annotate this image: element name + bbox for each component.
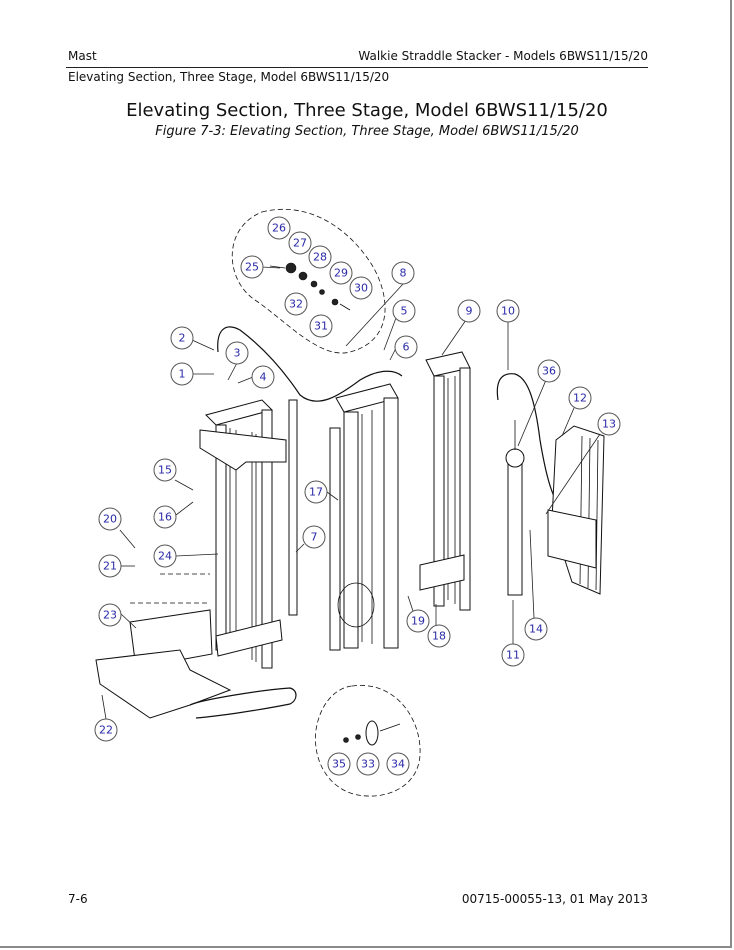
svg-text:34: 34: [391, 758, 405, 771]
callout-29: 29: [329, 261, 353, 285]
svg-text:6: 6: [403, 341, 410, 354]
callout-2: 2: [170, 326, 194, 350]
detail-parts-top: [269, 262, 351, 311]
callout-34: 34: [386, 752, 410, 776]
callout-15: 15: [153, 458, 177, 482]
header-subsection: Elevating Section, Three Stage, Model 6B…: [68, 70, 390, 84]
callout-5: 5: [392, 299, 416, 323]
callout-11: 11: [501, 643, 525, 667]
svg-text:12: 12: [573, 392, 587, 405]
intermediate-mast: [329, 383, 399, 651]
lift-cylinder: [505, 420, 525, 596]
svg-text:25: 25: [245, 261, 259, 274]
header-section: Mast: [68, 49, 97, 63]
callout-32: 32: [284, 292, 308, 316]
svg-text:20: 20: [103, 513, 117, 526]
callout-26: 26: [267, 216, 291, 240]
detail-outline-top: [231, 208, 386, 354]
callout-35: 35: [327, 752, 351, 776]
callout-13: 13: [597, 412, 621, 436]
svg-text:19: 19: [411, 615, 425, 628]
callout-19: 19: [406, 609, 430, 633]
callout-12: 12: [568, 386, 592, 410]
svg-text:31: 31: [314, 320, 328, 333]
inner-mast: [419, 351, 471, 611]
svg-text:17: 17: [309, 486, 323, 499]
detail-outline-bottom: [315, 685, 421, 797]
svg-text:1: 1: [179, 368, 186, 381]
base-frame: [95, 573, 297, 719]
svg-text:14: 14: [529, 623, 543, 636]
hose-left: [217, 326, 403, 402]
svg-text:4: 4: [260, 371, 267, 384]
callout-23: 23: [98, 603, 122, 627]
callout-21: 21: [98, 554, 122, 578]
svg-text:15: 15: [158, 464, 172, 477]
svg-text:36: 36: [542, 365, 556, 378]
svg-text:9: 9: [466, 305, 473, 318]
svg-text:21: 21: [103, 560, 117, 573]
svg-text:30: 30: [354, 282, 368, 295]
callout-30: 30: [349, 276, 373, 300]
callout-16: 16: [153, 505, 177, 529]
svg-text:5: 5: [401, 305, 408, 318]
svg-text:22: 22: [99, 724, 113, 737]
callout-10: 10: [496, 299, 520, 323]
callout-36: 36: [537, 359, 561, 383]
callout-18: 18: [427, 624, 451, 648]
header-manual-title: Walkie Straddle Stacker - Models 6BWS11/…: [358, 49, 648, 63]
callout-8: 8: [391, 261, 415, 285]
callout-6: 6: [394, 335, 418, 359]
callout-31: 31: [309, 314, 333, 338]
figure-caption: Figure 7-3: Elevating Section, Three Sta…: [155, 124, 579, 139]
callout-20: 20: [98, 507, 122, 531]
footer-page-number: 7-6: [68, 892, 88, 906]
hose-right: [496, 373, 557, 501]
callout-1: 1: [170, 362, 194, 386]
svg-text:8: 8: [400, 267, 407, 280]
footer-document-id: 00715-00055-13, 01 May 2013: [461, 892, 648, 906]
svg-text:18: 18: [432, 630, 446, 643]
callout-25: 25: [240, 255, 264, 279]
svg-text:7: 7: [311, 531, 318, 544]
svg-text:23: 23: [103, 609, 117, 622]
page-title: Elevating Section, Three Stage, Model 6B…: [126, 100, 608, 121]
header-rule: [66, 67, 648, 68]
detail-parts-bottom: [343, 720, 401, 746]
callout-17: 17: [304, 480, 328, 504]
callout-7: 7: [302, 525, 326, 549]
svg-text:2: 2: [179, 332, 186, 345]
svg-text:11: 11: [506, 649, 520, 662]
svg-text:16: 16: [158, 511, 172, 524]
svg-text:10: 10: [501, 305, 515, 318]
svg-text:29: 29: [334, 267, 348, 280]
svg-text:33: 33: [361, 758, 375, 771]
svg-text:26: 26: [272, 222, 286, 235]
load-backrest: [547, 425, 605, 595]
callout-3: 3: [225, 341, 249, 365]
svg-text:28: 28: [313, 251, 327, 264]
outer-mast: [199, 399, 298, 669]
svg-text:35: 35: [332, 758, 346, 771]
svg-text:27: 27: [293, 237, 307, 250]
callout-14: 14: [524, 617, 548, 641]
svg-text:3: 3: [234, 347, 241, 360]
callout-28: 28: [308, 245, 332, 269]
callout-27: 27: [288, 231, 312, 255]
callout-4: 4: [251, 365, 275, 389]
svg-text:24: 24: [158, 550, 172, 563]
svg-text:13: 13: [602, 418, 616, 431]
svg-text:32: 32: [289, 298, 303, 311]
callout-24: 24: [153, 544, 177, 568]
callout-22: 22: [94, 718, 118, 742]
callout-33: 33: [356, 752, 380, 776]
callout-9: 9: [457, 299, 481, 323]
